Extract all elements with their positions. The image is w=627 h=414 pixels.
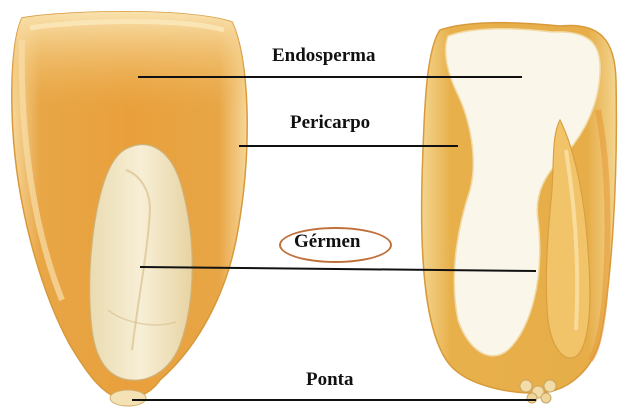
right-kernel [422, 23, 617, 403]
left-kernel [12, 12, 247, 406]
germen-label: Gérmen [294, 231, 360, 253]
pericarpo-label: Pericarpo [290, 112, 370, 134]
ponta-label: Ponta [306, 369, 354, 391]
endosperma-label: Endosperma [272, 45, 375, 67]
left-kernel-tip [110, 390, 146, 406]
